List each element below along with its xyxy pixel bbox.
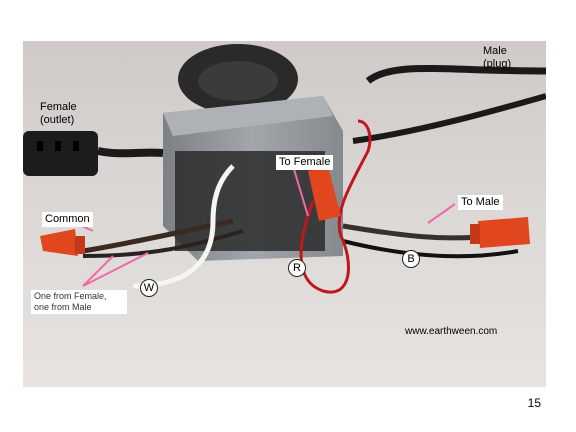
black-wire xyxy=(342,239,519,259)
outlet-slot xyxy=(55,141,61,151)
page-number: 15 xyxy=(527,396,541,410)
red-wire-marker: R xyxy=(288,259,306,277)
to-female-label: To Female xyxy=(276,155,334,170)
outlet-slot xyxy=(73,141,79,151)
wire-nut-to-male xyxy=(470,217,530,248)
lamp-socket xyxy=(198,61,278,101)
white-wire-marker: W xyxy=(140,279,158,297)
female-outlet-label: Female (outlet) xyxy=(40,101,77,126)
wire-nut-to-female xyxy=(308,166,341,221)
website-label: www.earthween.com xyxy=(405,326,498,337)
common-label: Common xyxy=(42,212,93,227)
pointer-line xyxy=(82,255,114,287)
black-wire-marker: B xyxy=(402,250,420,268)
white-wire xyxy=(132,164,235,289)
outlet-cord xyxy=(97,147,164,158)
note-label: One from Female, one from Male xyxy=(31,290,127,314)
brown-wire xyxy=(82,218,234,254)
pointer-line xyxy=(427,203,456,224)
female-outlet xyxy=(23,131,98,176)
male-plug-label: Male (plug) xyxy=(483,45,512,70)
cord-right xyxy=(352,93,546,144)
pointer-line xyxy=(82,252,149,287)
brown-wire xyxy=(82,229,244,258)
to-male-label: To Male xyxy=(458,195,503,210)
pointer-line xyxy=(292,165,309,217)
plug-cord xyxy=(365,65,546,84)
box-top-edge xyxy=(163,96,333,136)
outlet-slot xyxy=(37,141,43,151)
wire-nut-common xyxy=(40,229,85,256)
